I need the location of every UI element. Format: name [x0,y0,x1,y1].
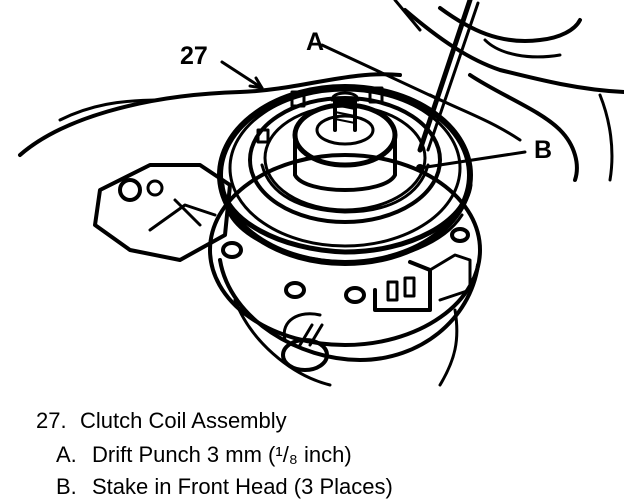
drift-punch [417,0,473,153]
compressor-illustration: 27 A B [18,0,624,387]
head-bolt-hole-1 [221,241,243,259]
clutch-coil-drawing [18,0,624,387]
legend-text: Drift Punch 3 mm (¹/₈ inch) [92,442,352,467]
legend-key: B. [56,474,77,499]
callout-b: B [534,136,553,164]
coil-connector [373,260,432,312]
head-bolt-hole-4 [450,227,470,243]
callout-27: 27 [180,42,208,70]
head-bolt-hole-2 [284,281,306,299]
legend-key: A. [56,442,77,467]
lower-fitting [281,338,329,372]
hand-outline [403,8,624,94]
legend-row-a: A. Drift Punch 3 mm (¹/₈ inch) [56,444,352,466]
stake-point-b [416,164,424,172]
legend-row-27: 27. Clutch Coil Assembly [36,410,287,432]
leader-27 [220,60,264,90]
head-bolt-hole-3 [344,286,366,304]
mount-hole-left-1 [118,178,142,202]
legend-text: Stake in Front Head (3 Places) [92,474,393,499]
mount-hole-left-2 [146,179,164,197]
callout-a: A [306,28,325,56]
leader-a [320,43,442,102]
mounting-ear-left [93,163,232,262]
legend-key: 27. [36,408,67,433]
legend-row-b: B. Stake in Front Head (3 Places) [56,476,393,498]
background-body [18,72,402,157]
front-head-body [208,153,482,347]
leader-b [418,150,527,170]
legend-text: Clutch Coil Assembly [80,408,287,433]
